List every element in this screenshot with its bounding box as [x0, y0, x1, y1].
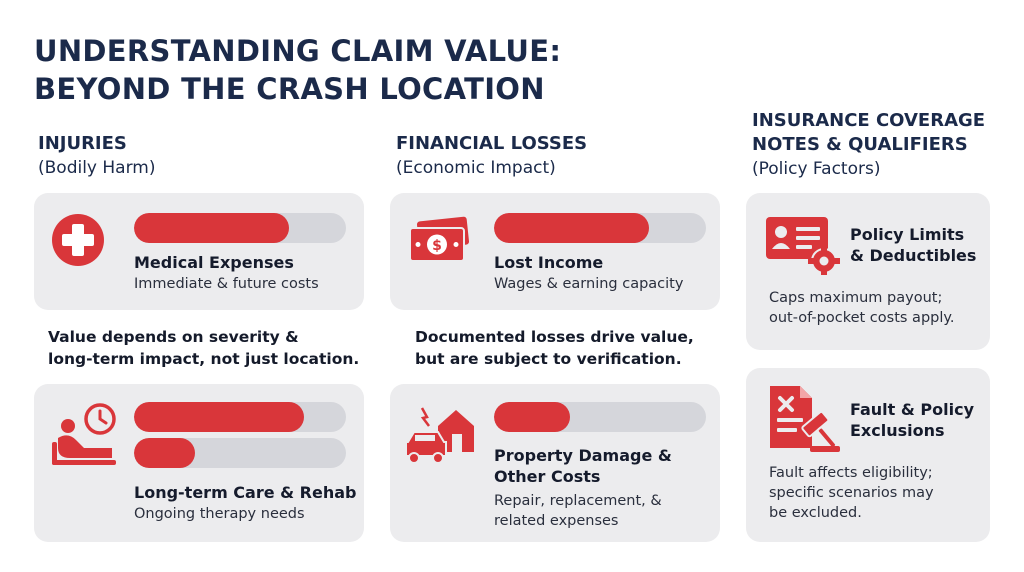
long-term-care-card: Long-term Care & Rehab Ongoing therapy n… — [34, 384, 364, 542]
lost-income-card: $ Lost Income Wages & earning capacity — [390, 193, 720, 310]
document-gavel-icon — [770, 386, 840, 452]
lost-income-bar-fill — [494, 213, 649, 243]
injuries-note-line1: Value depends on severity & — [48, 328, 299, 346]
financial-note: Documented losses drive value, but are s… — [415, 326, 694, 370]
property-damage-subtitle: Repair, replacement, & related expenses — [494, 491, 662, 531]
financial-heading: FINANCIAL LOSSES (Economic Impact) — [396, 132, 587, 181]
insurance-heading: INSURANCE COVERAGE NOTES & QUALIFIERS (P… — [752, 109, 985, 182]
page-title: UNDERSTANDING CLAIM VALUE: BEYOND THE CR… — [34, 32, 561, 108]
financial-note-line1: Documented losses drive value, — [415, 328, 694, 346]
property-damage-card: Property Damage & Other Costs Repair, re… — [390, 384, 720, 542]
property-damage-subtitle-line1: Repair, replacement, & — [494, 493, 662, 509]
policy-limits-text: Caps maximum payout; out-of-pocket costs… — [769, 288, 955, 328]
policy-limits-card: Policy Limits & Deductibles Caps maximum… — [746, 193, 990, 350]
injuries-heading: INJURIES (Bodily Harm) — [38, 132, 155, 181]
insurance-heading-line2: NOTES & QUALIFIERS — [752, 134, 968, 155]
injuries-heading-sub: (Bodily Harm) — [38, 158, 156, 178]
svg-text:$: $ — [432, 238, 442, 254]
policy-limits-title-line1: Policy Limits — [850, 225, 965, 244]
medical-cross-icon — [52, 214, 104, 266]
lost-income-subtitle: Wages & earning capacity — [494, 276, 684, 292]
fault-exclusions-title-line2: Exclusions — [850, 421, 945, 440]
long-term-care-bar-1 — [134, 402, 346, 432]
injuries-note-line2: long-term impact, not just location. — [48, 350, 360, 368]
fault-exclusions-text-line1: Fault affects eligibility; — [769, 465, 933, 481]
injuries-note: Value depends on severity & long-term im… — [48, 326, 359, 370]
fault-exclusions-title-line1: Fault & Policy — [850, 400, 975, 419]
property-damage-bar-fill — [494, 402, 571, 432]
policy-limits-title-line2: & Deductibles — [850, 246, 977, 265]
fault-exclusions-title: Fault & Policy Exclusions — [850, 399, 974, 441]
patient-clock-icon — [52, 403, 116, 465]
property-damage-title-line1: Property Damage & — [494, 446, 672, 465]
medical-expenses-title: Medical Expenses — [134, 253, 294, 272]
money-icon: $ — [409, 216, 470, 262]
policy-limits-text-line2: out-of-pocket costs apply. — [769, 310, 955, 326]
long-term-care-subtitle: Ongoing therapy needs — [134, 506, 305, 522]
fault-exclusions-card: Fault & Policy Exclusions Fault affects … — [746, 368, 990, 542]
long-term-care-bar-2 — [134, 438, 346, 468]
car-house-damage-icon — [405, 407, 474, 464]
medical-expenses-bar-fill — [134, 213, 289, 243]
fault-exclusions-text-line3: be excluded. — [769, 505, 862, 521]
fault-exclusions-text: Fault affects eligibility; specific scen… — [769, 463, 934, 523]
injuries-heading-title: INJURIES — [38, 133, 127, 154]
medical-expenses-bar — [134, 213, 346, 243]
lost-income-title: Lost Income — [494, 253, 604, 272]
financial-heading-sub: (Economic Impact) — [396, 158, 556, 178]
long-term-care-bar-2-fill — [134, 438, 196, 468]
page-title-line1: UNDERSTANDING CLAIM VALUE: — [34, 34, 562, 68]
insurance-heading-line1: INSURANCE COVERAGE — [752, 110, 986, 131]
property-damage-subtitle-line2: related expenses — [494, 513, 619, 529]
financial-note-line2: but are subject to verification. — [415, 350, 682, 368]
financial-heading-title: FINANCIAL LOSSES — [396, 133, 588, 154]
insurance-heading-sub: (Policy Factors) — [752, 159, 881, 179]
policy-limits-title: Policy Limits & Deductibles — [850, 224, 976, 266]
medical-expenses-card: Medical Expenses Immediate & future cost… — [34, 193, 364, 310]
property-damage-title-line2: Other Costs — [494, 467, 601, 486]
medical-expenses-subtitle: Immediate & future costs — [134, 276, 319, 292]
policy-limits-text-line1: Caps maximum payout; — [769, 290, 943, 306]
id-card-gear-icon — [766, 217, 840, 275]
long-term-care-title: Long-term Care & Rehab — [134, 483, 357, 502]
lost-income-bar — [494, 213, 706, 243]
property-damage-title: Property Damage & Other Costs — [494, 445, 672, 487]
long-term-care-bar-1-fill — [134, 402, 304, 432]
fault-exclusions-text-line2: specific scenarios may — [769, 485, 934, 501]
property-damage-bar — [494, 402, 706, 432]
page-title-line2: BEYOND THE CRASH LOCATION — [34, 72, 545, 106]
